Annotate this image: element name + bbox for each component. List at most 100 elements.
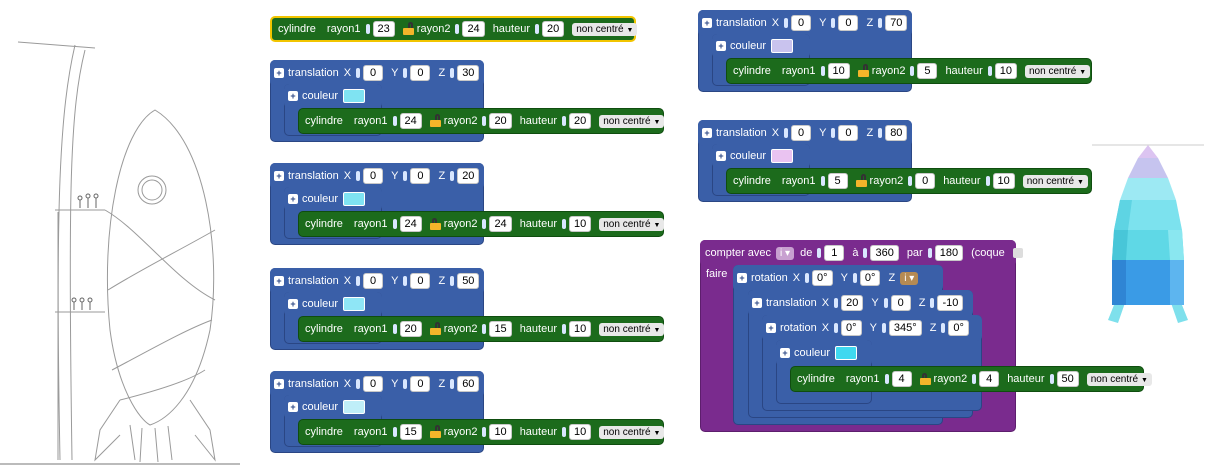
translation-z-input[interactable]: 50 [457, 273, 480, 289]
hauteur-input[interactable]: 10 [994, 63, 1017, 79]
rayon2-input[interactable]: 0 [915, 173, 936, 189]
translation-y-input[interactable]: 0 [890, 295, 911, 311]
loop-from-input[interactable]: 1 [824, 245, 845, 261]
centering-dropdown[interactable]: non centré▼ [1022, 174, 1088, 188]
translation-x-input[interactable]: 0 [363, 168, 384, 184]
rayon1-input[interactable]: 23 [372, 21, 395, 37]
hauteur-input[interactable]: 10 [569, 321, 592, 337]
color-swatch[interactable] [343, 297, 366, 311]
translation-z-input[interactable]: 20 [457, 168, 480, 184]
expand-icon[interactable]: + [716, 151, 726, 161]
translation-z-input[interactable]: 60 [457, 376, 480, 392]
translation-x-input[interactable]: 0 [363, 273, 384, 289]
expand-icon[interactable]: + [288, 91, 298, 101]
cylinder-block[interactable]: cylindre rayon1 24 rayon2 20 hauteur 20 … [298, 108, 665, 134]
loop-variable-dropdown[interactable]: i ▾ [776, 246, 795, 260]
rotation-z-input[interactable]: 0° [948, 320, 969, 336]
hauteur-input[interactable]: 10 [569, 424, 592, 440]
centering-dropdown[interactable]: non centré▼ [599, 114, 665, 128]
expand-icon[interactable]: + [716, 41, 726, 51]
centering-dropdown[interactable]: non centré▼ [1086, 372, 1152, 386]
translation-z-input[interactable]: 80 [885, 125, 908, 141]
expand-icon[interactable]: + [702, 18, 712, 28]
expand-icon[interactable]: + [288, 194, 298, 204]
hauteur-input[interactable]: 20 [542, 21, 565, 37]
hauteur-input[interactable]: 10 [569, 216, 592, 232]
rayon1-input[interactable]: 24 [399, 113, 422, 129]
loop-step-input[interactable]: 180 [934, 245, 964, 261]
hull-checkbox[interactable] [1012, 248, 1023, 258]
rayon1-input[interactable]: 4 [891, 371, 912, 387]
color-swatch[interactable] [835, 346, 858, 360]
rotation-y-input[interactable]: 345° [888, 320, 922, 336]
expand-icon[interactable]: + [752, 298, 762, 308]
cylinder-block[interactable]: cylindre rayon1 4 rayon2 4 hauteur 50 no… [790, 366, 1152, 392]
rotation-y-input[interactable]: 0° [859, 270, 881, 286]
centering-dropdown[interactable]: non centré▼ [599, 322, 665, 336]
color-swatch[interactable] [771, 39, 794, 53]
translation-x-input[interactable]: 0 [791, 125, 812, 141]
lock-open-icon[interactable] [402, 22, 414, 35]
rayon2-input[interactable]: 5 [917, 63, 938, 79]
lock-open-icon[interactable] [857, 64, 869, 77]
translation-z-input[interactable]: -10 [937, 295, 964, 311]
centering-dropdown[interactable]: non centré▼ [599, 425, 665, 439]
rayon2-input[interactable]: 24 [462, 21, 485, 37]
lock-closed-icon[interactable] [919, 373, 931, 385]
cylinder-block-selected[interactable]: cylindre rayon1 23 rayon2 24 hauteur 20 … [270, 16, 638, 42]
cylinder-block[interactable]: cylindre rayon1 20 rayon2 15 hauteur 10 … [298, 316, 665, 342]
color-swatch[interactable] [771, 149, 794, 163]
expand-icon[interactable]: + [766, 323, 776, 333]
expand-icon[interactable]: + [274, 171, 284, 181]
translation-y-input[interactable]: 0 [410, 376, 431, 392]
lock-open-icon[interactable] [855, 174, 867, 187]
rayon2-input[interactable]: 15 [489, 321, 512, 337]
color-swatch[interactable] [343, 400, 366, 414]
rotation-x-input[interactable]: 0° [841, 320, 862, 336]
translation-y-input[interactable]: 0 [838, 125, 859, 141]
lock-open-icon[interactable] [429, 425, 441, 438]
translation-x-input[interactable]: 0 [363, 65, 384, 81]
cylinder-block[interactable]: cylindre rayon1 15 rayon2 10 hauteur 10 … [298, 419, 665, 445]
translation-x-input[interactable]: 20 [841, 295, 864, 311]
rayon2-input[interactable]: 4 [979, 371, 1000, 387]
rayon1-input[interactable]: 5 [827, 173, 848, 189]
color-swatch[interactable] [343, 89, 366, 103]
cylinder-block[interactable]: cylindre rayon1 10 rayon2 5 hauteur 10 n… [726, 58, 1092, 84]
expand-icon[interactable]: + [288, 402, 298, 412]
translation-y-input[interactable]: 0 [410, 273, 431, 289]
color-swatch[interactable] [343, 192, 366, 206]
loop-to-input[interactable]: 360 [870, 245, 899, 261]
rotation-x-input[interactable]: 0° [812, 270, 833, 286]
expand-icon[interactable]: + [702, 128, 712, 138]
rayon1-input[interactable]: 20 [399, 321, 422, 337]
centering-dropdown[interactable]: non centré▼ [599, 217, 665, 231]
lock-open-icon[interactable] [429, 114, 441, 127]
rayon2-input[interactable]: 24 [489, 216, 512, 232]
translation-x-input[interactable]: 0 [363, 376, 384, 392]
centering-dropdown[interactable]: non centré▼ [1025, 64, 1091, 78]
expand-icon[interactable]: + [288, 299, 298, 309]
hauteur-input[interactable]: 20 [569, 113, 592, 129]
translation-z-input[interactable]: 30 [457, 65, 480, 81]
expand-icon[interactable]: + [274, 379, 284, 389]
centering-dropdown[interactable]: non centré▼ [572, 22, 638, 36]
rayon1-input[interactable]: 10 [827, 63, 850, 79]
cylinder-block[interactable]: cylindre rayon1 5 rayon2 0 hauteur 10 no… [726, 168, 1092, 194]
translation-y-input[interactable]: 0 [410, 65, 431, 81]
rayon2-input[interactable]: 20 [489, 113, 512, 129]
hauteur-input[interactable]: 50 [1056, 371, 1079, 387]
loop-variable-reference[interactable]: i ▾ [900, 271, 919, 285]
expand-icon[interactable]: + [737, 273, 747, 283]
lock-open-icon[interactable] [429, 322, 441, 335]
translation-y-input[interactable]: 0 [838, 15, 859, 31]
hauteur-input[interactable]: 10 [992, 173, 1015, 189]
expand-icon[interactable]: + [780, 348, 790, 358]
expand-icon[interactable]: + [274, 276, 284, 286]
cylinder-block[interactable]: cylindre rayon1 24 rayon2 24 hauteur 10 … [298, 211, 665, 237]
expand-icon[interactable]: + [274, 68, 284, 78]
translation-y-input[interactable]: 0 [410, 168, 431, 184]
rayon1-input[interactable]: 24 [399, 216, 422, 232]
translation-z-input[interactable]: 70 [885, 15, 908, 31]
rayon2-input[interactable]: 10 [489, 424, 512, 440]
